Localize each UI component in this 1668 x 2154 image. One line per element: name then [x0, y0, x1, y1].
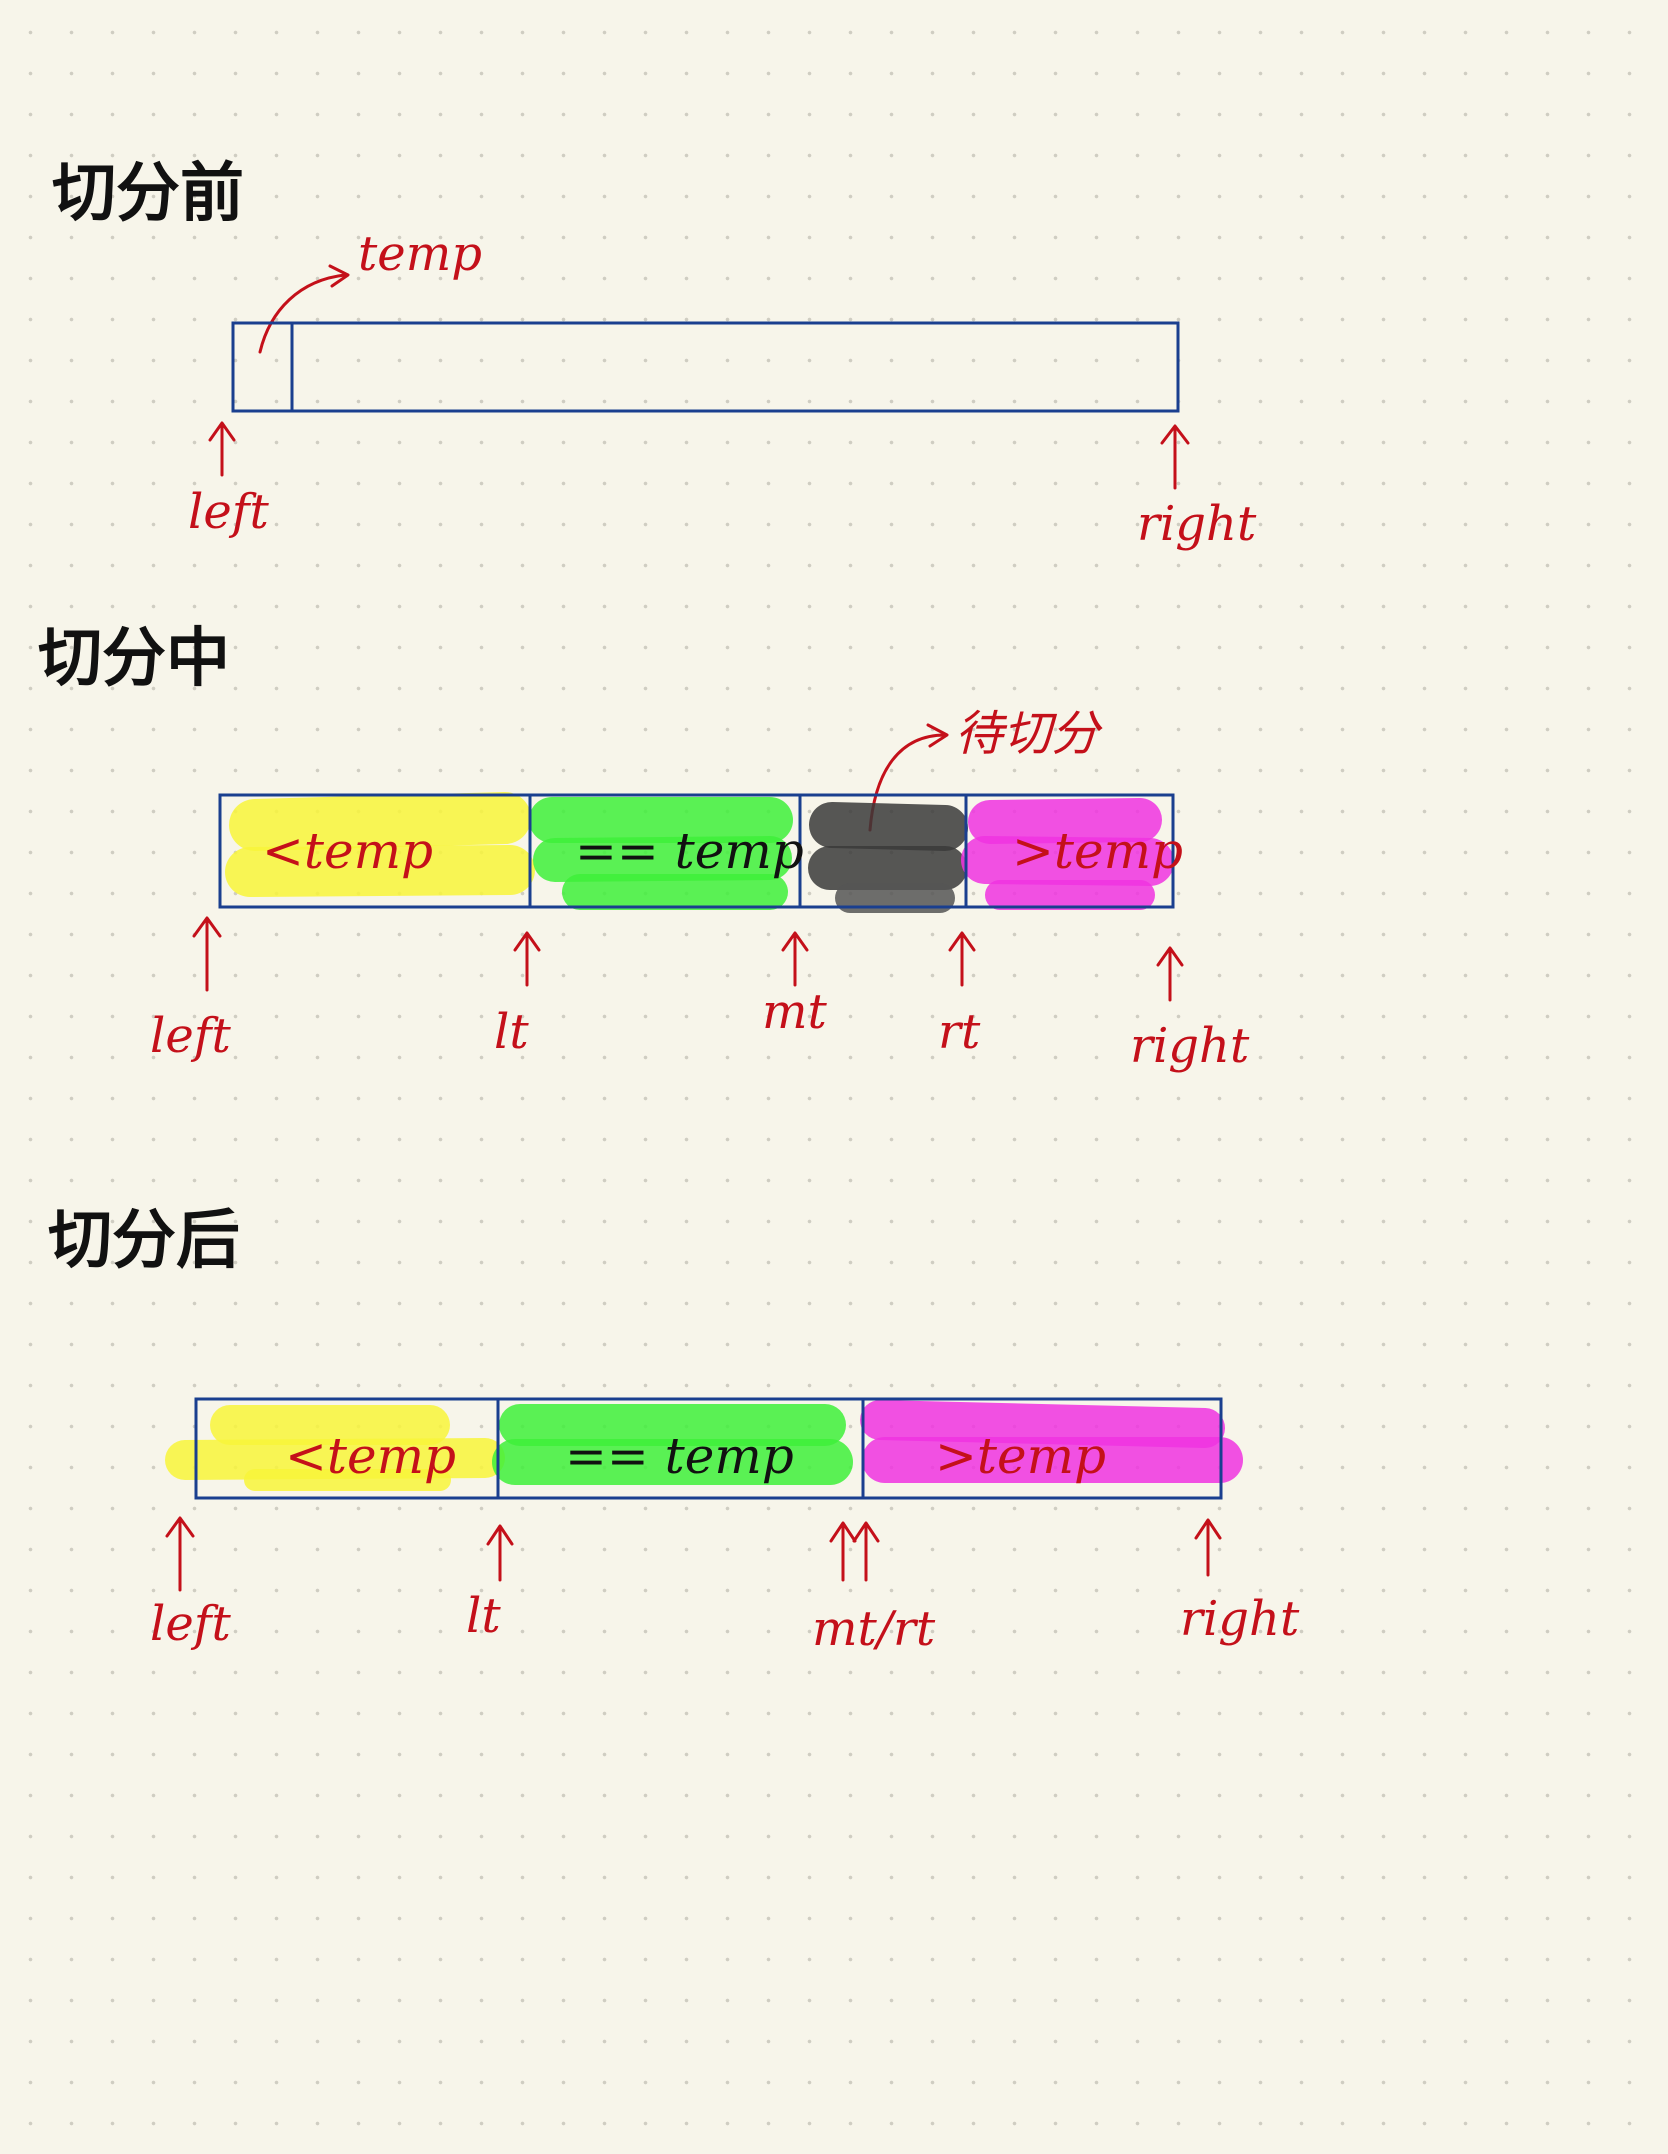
temp-label: temp [358, 226, 482, 282]
mt-label-during: mt [762, 984, 828, 1040]
temp-pointer-arrowhead [328, 264, 350, 288]
right-arrow-before [1160, 424, 1190, 490]
right-arrow-after [1194, 1518, 1222, 1577]
pending-label: 待切分 [955, 706, 1103, 762]
rt-arrow-during [948, 931, 976, 987]
temp-pointer-arrow [258, 273, 347, 354]
left-label-during: left [150, 1008, 232, 1064]
lt-label-after: lt [466, 1588, 501, 1644]
left-arrow-after [165, 1516, 195, 1592]
right-arrow-during [1156, 946, 1184, 1002]
left-arrow-before [208, 421, 236, 477]
section-after: 切分后 <temp == temp >temp left lt mt/rt [48, 1204, 1300, 1657]
cell-greater-during: >temp [1012, 822, 1183, 880]
highlight-pending-during [808, 802, 968, 913]
rt-label-during: rt [938, 1004, 981, 1060]
array-box-before [231, 321, 1180, 413]
mt-arrow-during [781, 931, 809, 987]
array-box-during [218, 793, 1175, 909]
pending-pointer-arrowhead [926, 723, 949, 748]
array-box-after [194, 1397, 1223, 1500]
highlight-greater-after [860, 1400, 1243, 1483]
heading-during: 切分中 [38, 622, 230, 696]
right-label-during: right [1130, 1018, 1250, 1074]
cell-less-after: <temp [285, 1427, 456, 1485]
right-label-after: right [1180, 1591, 1300, 1647]
mt-rt-label-after: mt/rt [812, 1601, 936, 1657]
left-label-after: left [150, 1596, 232, 1652]
highlight-less-during [225, 792, 535, 897]
left-arrow-during [192, 916, 222, 992]
heading-after: 切分后 [48, 1204, 240, 1278]
cell-greater-after: >temp [935, 1427, 1106, 1485]
highlight-equal-after [492, 1404, 853, 1485]
section-during: 切分中 待切分 <temp == [38, 622, 1250, 1074]
highlight-less-after [165, 1405, 505, 1491]
highlight-equal-during [529, 797, 793, 910]
lt-label-during: lt [494, 1004, 529, 1060]
highlight-greater-during [961, 798, 1174, 910]
left-label-before: left [188, 484, 270, 540]
cell-less-during: <temp [262, 822, 433, 880]
cell-equal-during: == temp [575, 822, 804, 880]
right-label-before: right [1137, 496, 1257, 552]
lt-arrow-after [486, 1524, 514, 1582]
cell-equal-after: == temp [565, 1427, 794, 1485]
lt-arrow-during [513, 931, 541, 987]
mt-rt-arrows-after [829, 1521, 880, 1582]
section-before: 切分前 temp left right [52, 157, 1257, 552]
heading-before: 切分前 [52, 157, 244, 231]
